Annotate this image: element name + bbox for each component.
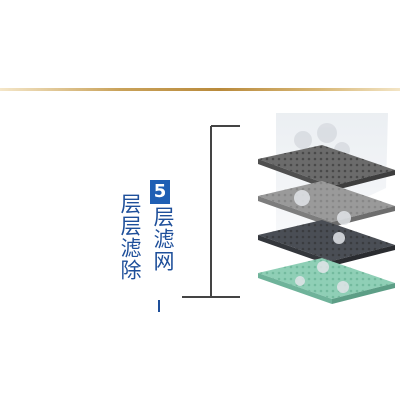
heading-right-column: 层滤网 xyxy=(151,206,175,272)
particle-bubbles-front xyxy=(294,190,351,293)
text-dash xyxy=(158,300,160,312)
number-badge: 5 xyxy=(150,180,170,204)
filter-layer-2 xyxy=(258,181,395,227)
filter-layer-4 xyxy=(258,258,395,304)
bracket xyxy=(182,125,240,298)
filter-layer-3 xyxy=(258,220,395,266)
heading-left-column: 层层滤除 xyxy=(118,193,142,281)
gold-divider xyxy=(0,88,400,91)
